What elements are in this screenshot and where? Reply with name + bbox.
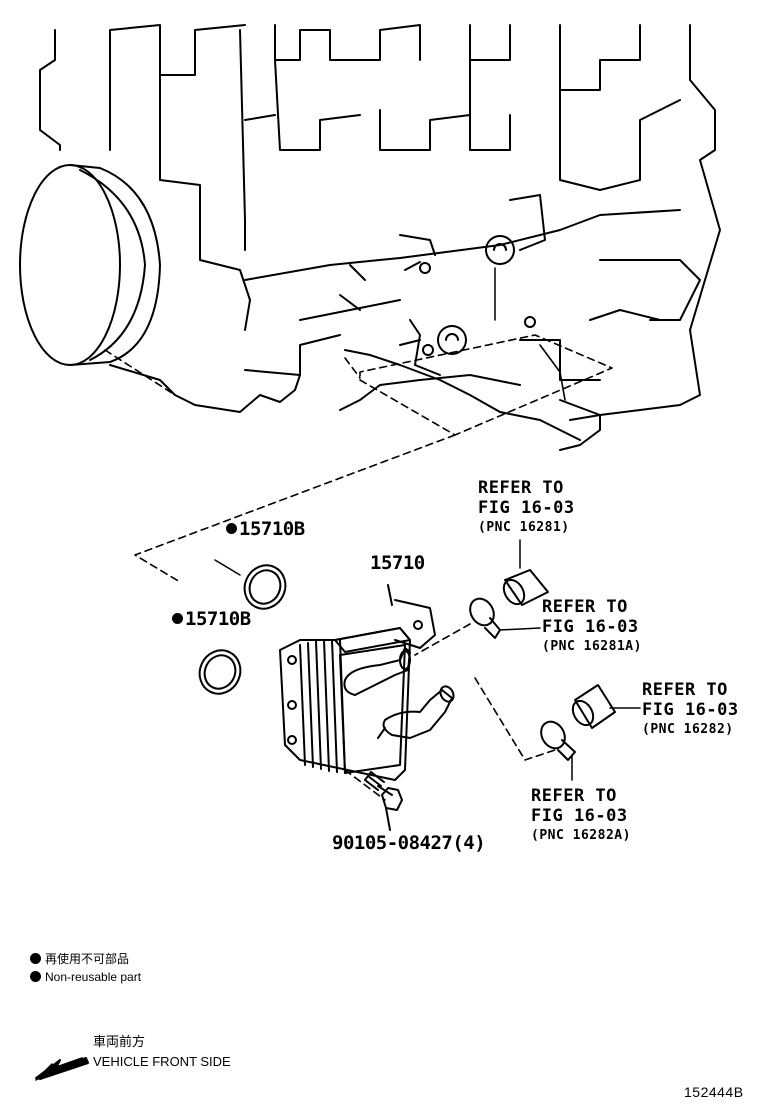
non-reusable-dot-icon	[30, 953, 41, 964]
clamp-16282A-drawing	[540, 720, 576, 781]
refer-pnc: (PNC 16281)	[478, 520, 570, 535]
non-reusable-dot-icon	[30, 971, 41, 982]
refer-line1: REFER TO	[531, 786, 617, 806]
legend-en-text: Non-reusable part	[45, 970, 142, 984]
clamp-16281A-drawing	[469, 597, 541, 639]
refer-line2: FIG 16-03	[478, 498, 575, 518]
engine-block-outline	[39, 24, 721, 421]
bolt-drawing	[364, 771, 403, 831]
non-reusable-dot-icon	[172, 613, 183, 624]
refer-pnc: (PNC 16281A)	[542, 639, 642, 654]
non-reusable-dot-icon	[226, 523, 237, 534]
refer-line1: REFER TO	[478, 478, 564, 498]
oil-cooler-assembly	[279, 584, 455, 781]
legend-non-reusable-en: Non-reusable part	[30, 970, 141, 984]
vehicle-front-jp: 車両前方	[93, 1034, 146, 1049]
gasket-lower-ring	[198, 649, 242, 695]
part-number-gasket-upper: 15710B	[226, 518, 305, 540]
refer-line2: FIG 16-03	[531, 806, 628, 826]
refer-callout-16282: REFER TO FIG 16-03 (PNC 16282)	[642, 680, 739, 740]
part-number-text: 15710B	[185, 608, 251, 630]
legend-non-reusable-jp: 再使用不可部品	[30, 950, 129, 967]
hose-16281-drawing	[502, 539, 549, 606]
refer-pnc: (PNC 16282A)	[531, 828, 631, 843]
refer-callout-16281A: REFER TO FIG 16-03 (PNC 16281A)	[542, 597, 642, 657]
part-number-bolt: 90105-08427(4)	[332, 832, 486, 854]
refer-line2: FIG 16-03	[542, 617, 639, 637]
engine-boss-lower	[437, 325, 467, 355]
part-number-text: 15710B	[239, 518, 305, 540]
vehicle-front-label: 車両前方 VEHICLE FRONT SIDE	[93, 1032, 231, 1072]
oil-pan-dashed-outline	[104, 334, 613, 436]
gasket-upper-ring	[243, 564, 287, 610]
engine-boss-upper	[485, 235, 515, 265]
part-number-oil-cooler: 15710	[370, 552, 425, 574]
hose-16282-drawing	[571, 684, 641, 729]
engine-pulley-face	[19, 164, 121, 366]
figure-id: 152444B	[684, 1084, 744, 1100]
refer-line1: REFER TO	[642, 680, 728, 700]
refer-line2: FIG 16-03	[642, 700, 739, 720]
refer-line1: REFER TO	[542, 597, 628, 617]
install-guide-lines	[134, 434, 556, 801]
refer-callout-16281: REFER TO FIG 16-03 (PNC 16281)	[478, 478, 575, 538]
engine-block-drawing	[19, 24, 721, 451]
vehicle-front-en: VEHICLE FRONT SIDE	[93, 1054, 231, 1069]
legend-jp-text: 再使用不可部品	[45, 952, 130, 966]
part-number-gasket-lower: 15710B	[172, 608, 251, 630]
vehicle-front-arrow-icon	[35, 1057, 89, 1081]
refer-pnc: (PNC 16282)	[642, 722, 734, 737]
refer-callout-16282A: REFER TO FIG 16-03 (PNC 16282A)	[531, 786, 631, 846]
engine-pulley-rim	[69, 164, 161, 366]
